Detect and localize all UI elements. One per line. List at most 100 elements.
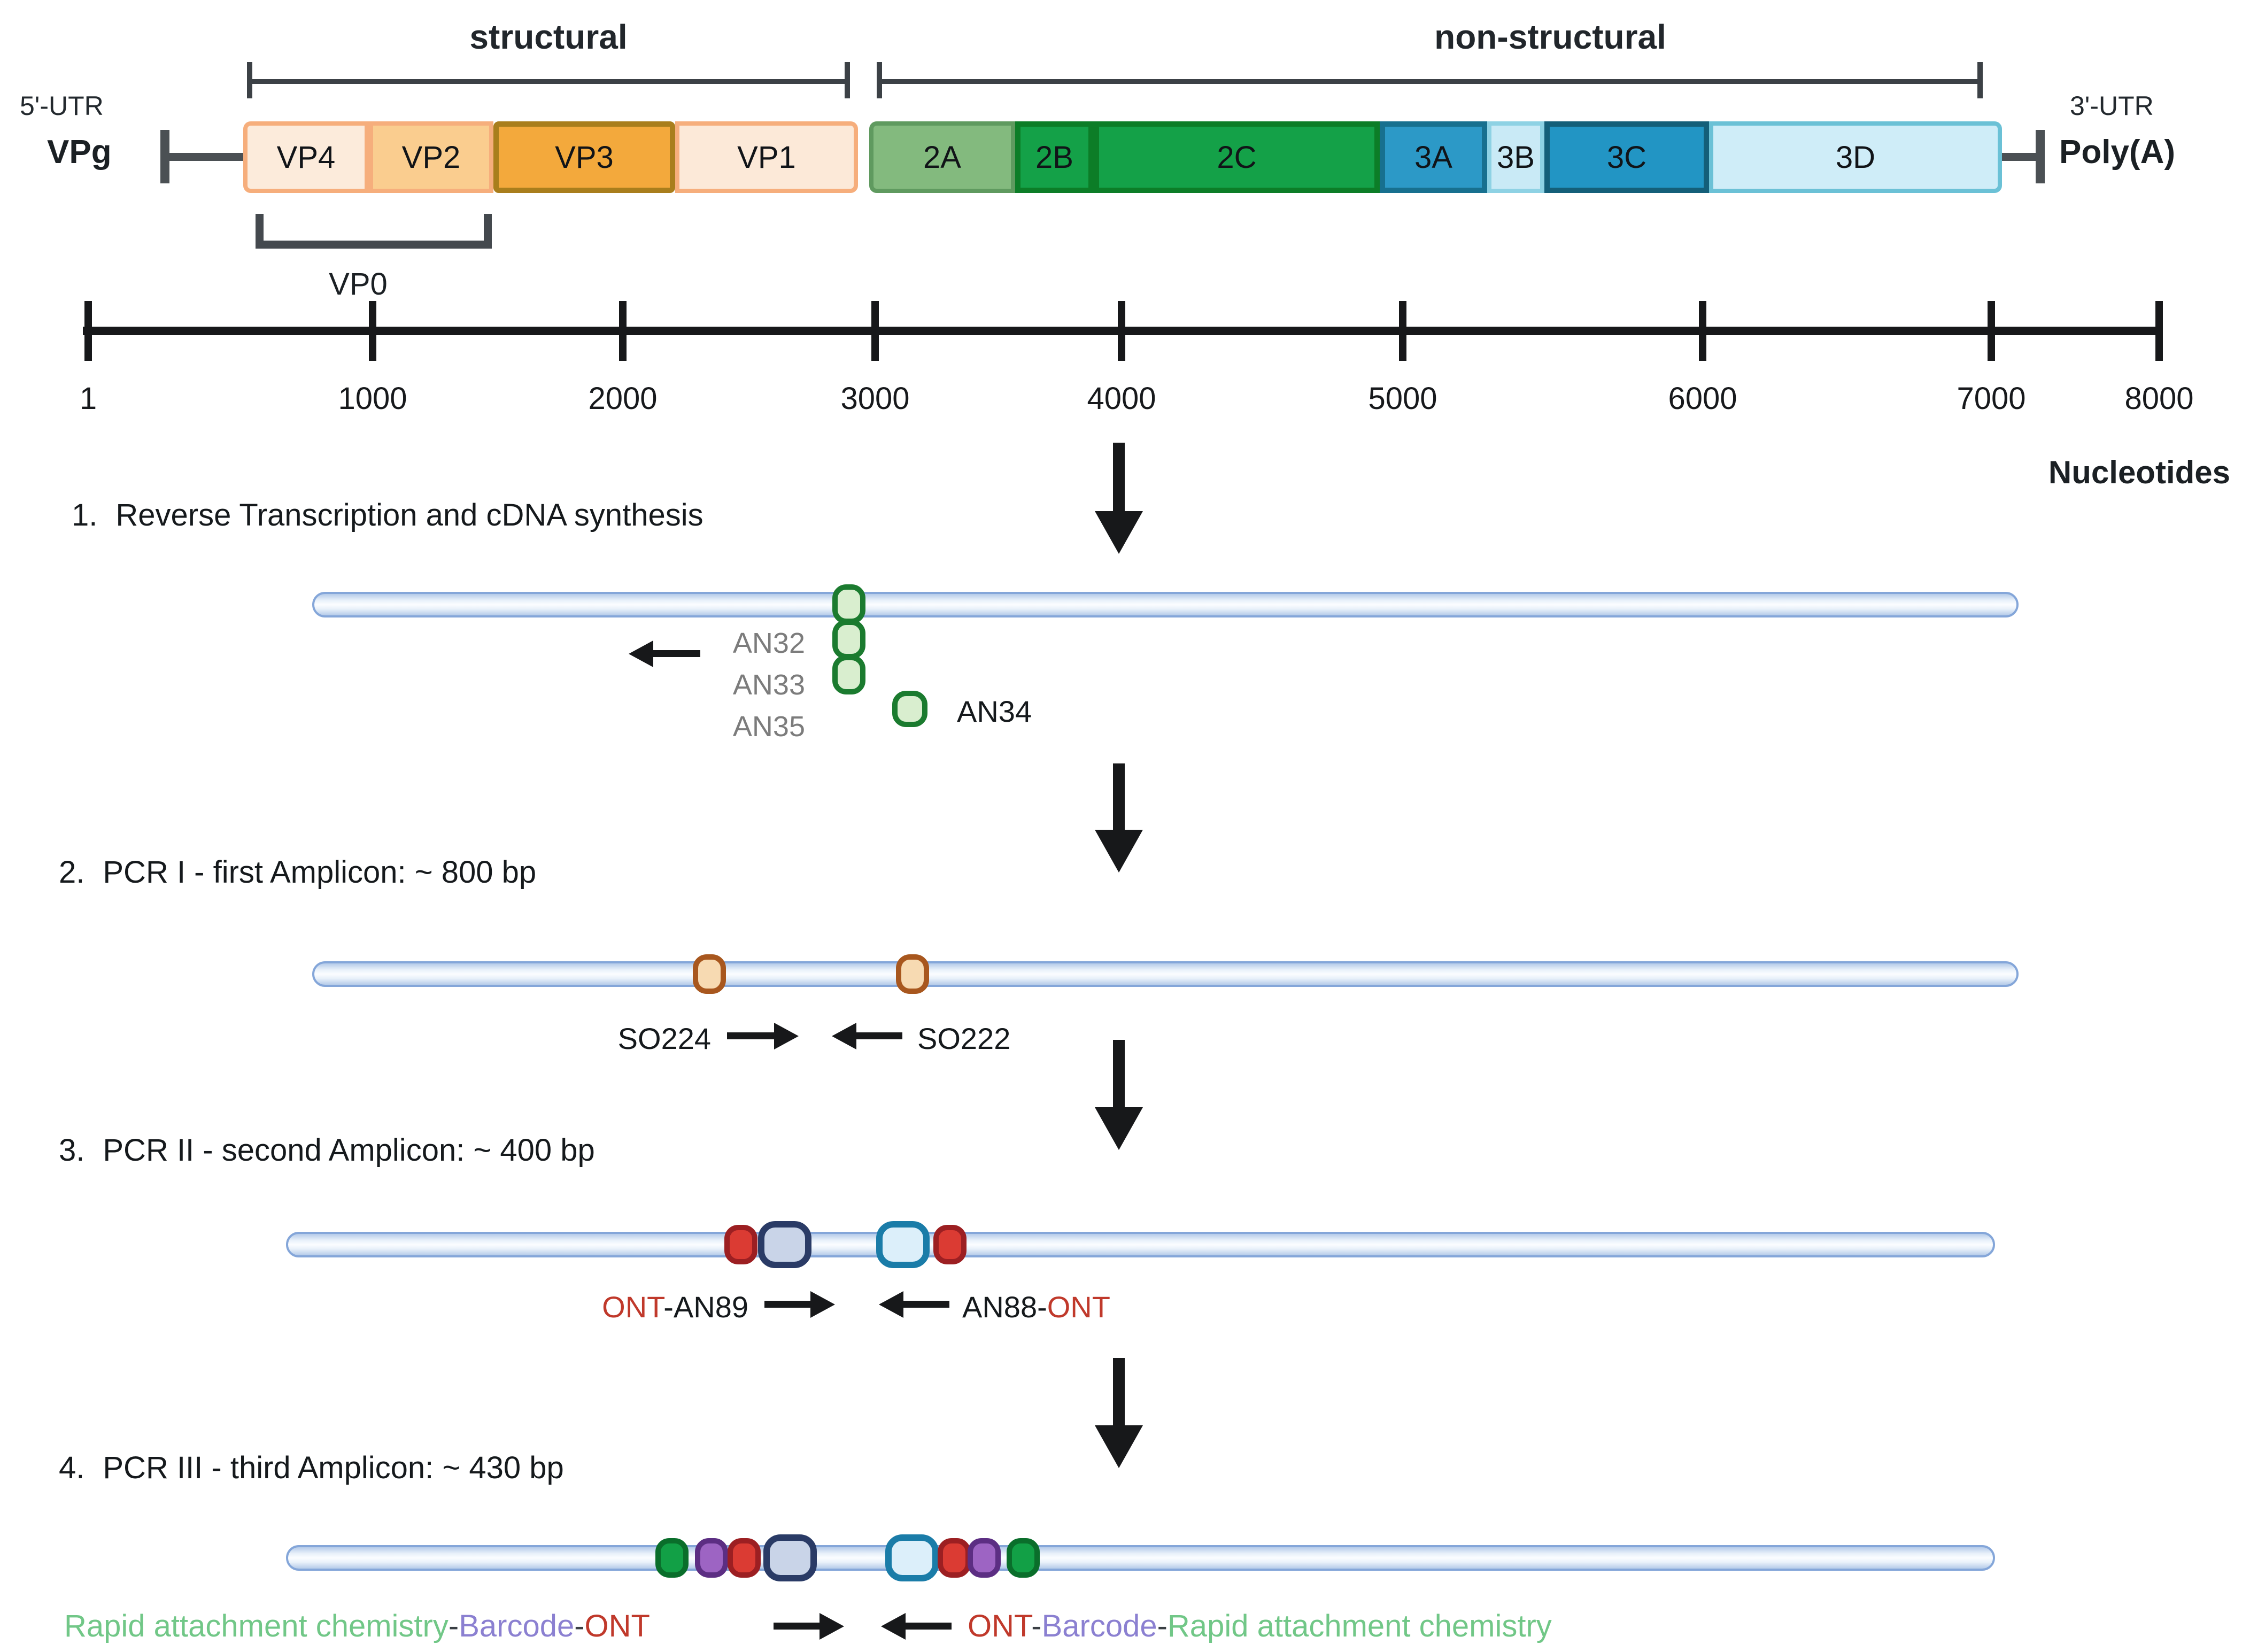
step-3-title: 3. PCR II - second Amplicon: ~ 400 bp <box>59 1132 595 1168</box>
segment-label: 3B <box>1497 140 1535 175</box>
primer-label-an33: AN33 <box>732 669 805 701</box>
down-arrow-icon <box>1095 511 1143 554</box>
down-arrow-icon <box>1095 1107 1143 1150</box>
segment-label: 3C <box>1606 140 1647 175</box>
adapter-label-left: Rapid attachment chemistry-Barcode-ONT <box>64 1610 650 1643</box>
segment-label: 2C <box>1217 140 1257 175</box>
left-arrow-icon <box>629 640 653 667</box>
rt-primer-oval-an34 <box>892 691 927 727</box>
step-text: PCR III - third Amplicon: ~ 430 bp <box>103 1450 564 1485</box>
step-text: Reverse Transcription and cDNA synthesis <box>115 498 703 532</box>
adapter-label-right: ONT-Barcode-Rapid attachment chemistry <box>968 1610 1552 1643</box>
step-text: PCR I - first Amplicon: ~ 800 bp <box>103 855 537 890</box>
right-arrow-icon <box>810 1291 835 1318</box>
ont-tag-text: ONT <box>968 1609 1032 1643</box>
right-arrow-shaft <box>774 1623 820 1630</box>
segment-label: 2A <box>923 140 961 175</box>
amplicon-3-strand <box>286 1545 1995 1571</box>
step-number: 3. <box>59 1133 85 1168</box>
genome-segment-vp1: VP1 <box>675 121 858 193</box>
ruler-tick <box>619 301 627 361</box>
non-structural-bracket-line <box>877 79 1983 84</box>
left-arrow-shaft <box>652 650 700 657</box>
left-arrow-shaft <box>903 1301 949 1308</box>
separator: - <box>1031 1609 1042 1643</box>
segment-label: VP1 <box>737 140 796 175</box>
vpg-linker-line <box>169 153 244 161</box>
ruler-tick-label: 3000 <box>840 381 910 416</box>
primer-label-an35: AN35 <box>732 711 805 743</box>
step-text: PCR II - second Amplicon: ~ 400 bp <box>103 1133 595 1168</box>
primer-label-so222: SO222 <box>917 1022 1011 1055</box>
ruler-tick <box>1399 301 1406 361</box>
primer-label-an32: AN32 <box>732 627 805 659</box>
left-arrow-icon <box>879 1291 903 1318</box>
right-arrow-icon <box>774 1023 799 1049</box>
step-number: 2. <box>59 855 85 890</box>
an89-text: -AN89 <box>663 1290 748 1324</box>
amplicon-1-strand <box>312 961 2019 987</box>
barcode-oval-purple <box>968 1538 1001 1578</box>
ruler-tick <box>84 301 92 361</box>
ruler-tick-label: 5000 <box>1368 381 1437 416</box>
left-arrow-shaft <box>906 1623 952 1630</box>
ruler-tick <box>1699 301 1706 361</box>
right-arrow-shaft <box>764 1301 810 1308</box>
ruler-tick <box>1988 301 1995 361</box>
an88-text: AN88- <box>962 1290 1047 1324</box>
ont-tag-oval-red <box>728 1538 761 1578</box>
ont-tag-oval-red <box>724 1225 757 1264</box>
an88-primer-oval <box>885 1534 939 1581</box>
rt-primer-oval <box>832 584 865 624</box>
rt-primer-oval <box>832 620 865 659</box>
ruler-tick-label: 7000 <box>1957 381 2026 416</box>
step-4-title: 4.PCR III - third Amplicon: ~ 430 bp <box>59 1450 564 1486</box>
non-structural-bracket-tick-left <box>877 62 882 98</box>
segment-label: 2B <box>1035 140 1073 175</box>
step-1-title: 1.Reverse Transcription and cDNA synthes… <box>72 497 703 533</box>
segment-label: 3A <box>1414 140 1452 175</box>
three-utr-label: 3'-UTR <box>2070 91 2154 121</box>
down-arrow-icon <box>1095 830 1143 873</box>
ruler-tick <box>2155 301 2163 361</box>
genome-segment-vp4: VP4 <box>243 121 369 193</box>
ont-tag-text: ONT <box>602 1290 664 1324</box>
right-arrow-shaft <box>727 1032 774 1039</box>
ruler-tick-label: 4000 <box>1087 381 1156 416</box>
primer-label-so224: SO224 <box>617 1022 711 1055</box>
an88-primer-oval <box>876 1221 930 1268</box>
cdna-strand <box>312 592 2019 617</box>
non-structural-bracket-label: non-structural <box>1434 18 1666 56</box>
vpg-terminal-bar <box>160 130 169 183</box>
structural-bracket-tick-right <box>845 62 850 98</box>
segment-label: VP4 <box>276 140 336 175</box>
barcode-oval-purple <box>695 1538 728 1578</box>
vp0-bracket-left <box>256 214 264 248</box>
segment-label: VP3 <box>555 140 614 175</box>
ruler-tick <box>871 301 879 361</box>
primer-label-an34: AN34 <box>957 694 1032 728</box>
genome-segment-vp2: VP2 <box>369 121 493 193</box>
polya-linker-line <box>2002 153 2039 161</box>
rapid-chemistry-oval-green <box>1007 1538 1040 1578</box>
genome-segment-3b: 3B <box>1487 121 1544 193</box>
ruler-tick-label: 2000 <box>588 381 658 416</box>
rapid-chemistry-oval-green <box>655 1538 689 1578</box>
ruler-tick-label: 8000 <box>2124 381 2194 416</box>
segment-label: VP2 <box>401 140 461 175</box>
separator: - <box>574 1609 585 1643</box>
primer-label-ont-an89: ONT-AN89 <box>561 1290 748 1324</box>
genome-segment-vp3: VP3 <box>493 121 675 193</box>
primer-label-an88-ont: AN88-ONT <box>962 1290 1110 1324</box>
genome-segment-2b: 2B <box>1015 121 1094 193</box>
so224-primer-oval <box>693 954 726 994</box>
genome-segment-2a: 2A <box>869 121 1015 193</box>
ont-tag-oval-red <box>938 1538 971 1578</box>
ruler-tick-label: 1000 <box>338 381 407 416</box>
polya-label: Poly(A) <box>2059 134 2175 171</box>
vp0-bracket-right <box>484 214 492 248</box>
ruler-tick-label: 1 <box>79 381 97 416</box>
ont-tag-oval-red <box>933 1225 967 1264</box>
rapid-chemistry-text: Rapid attachment chemistry <box>64 1609 449 1643</box>
